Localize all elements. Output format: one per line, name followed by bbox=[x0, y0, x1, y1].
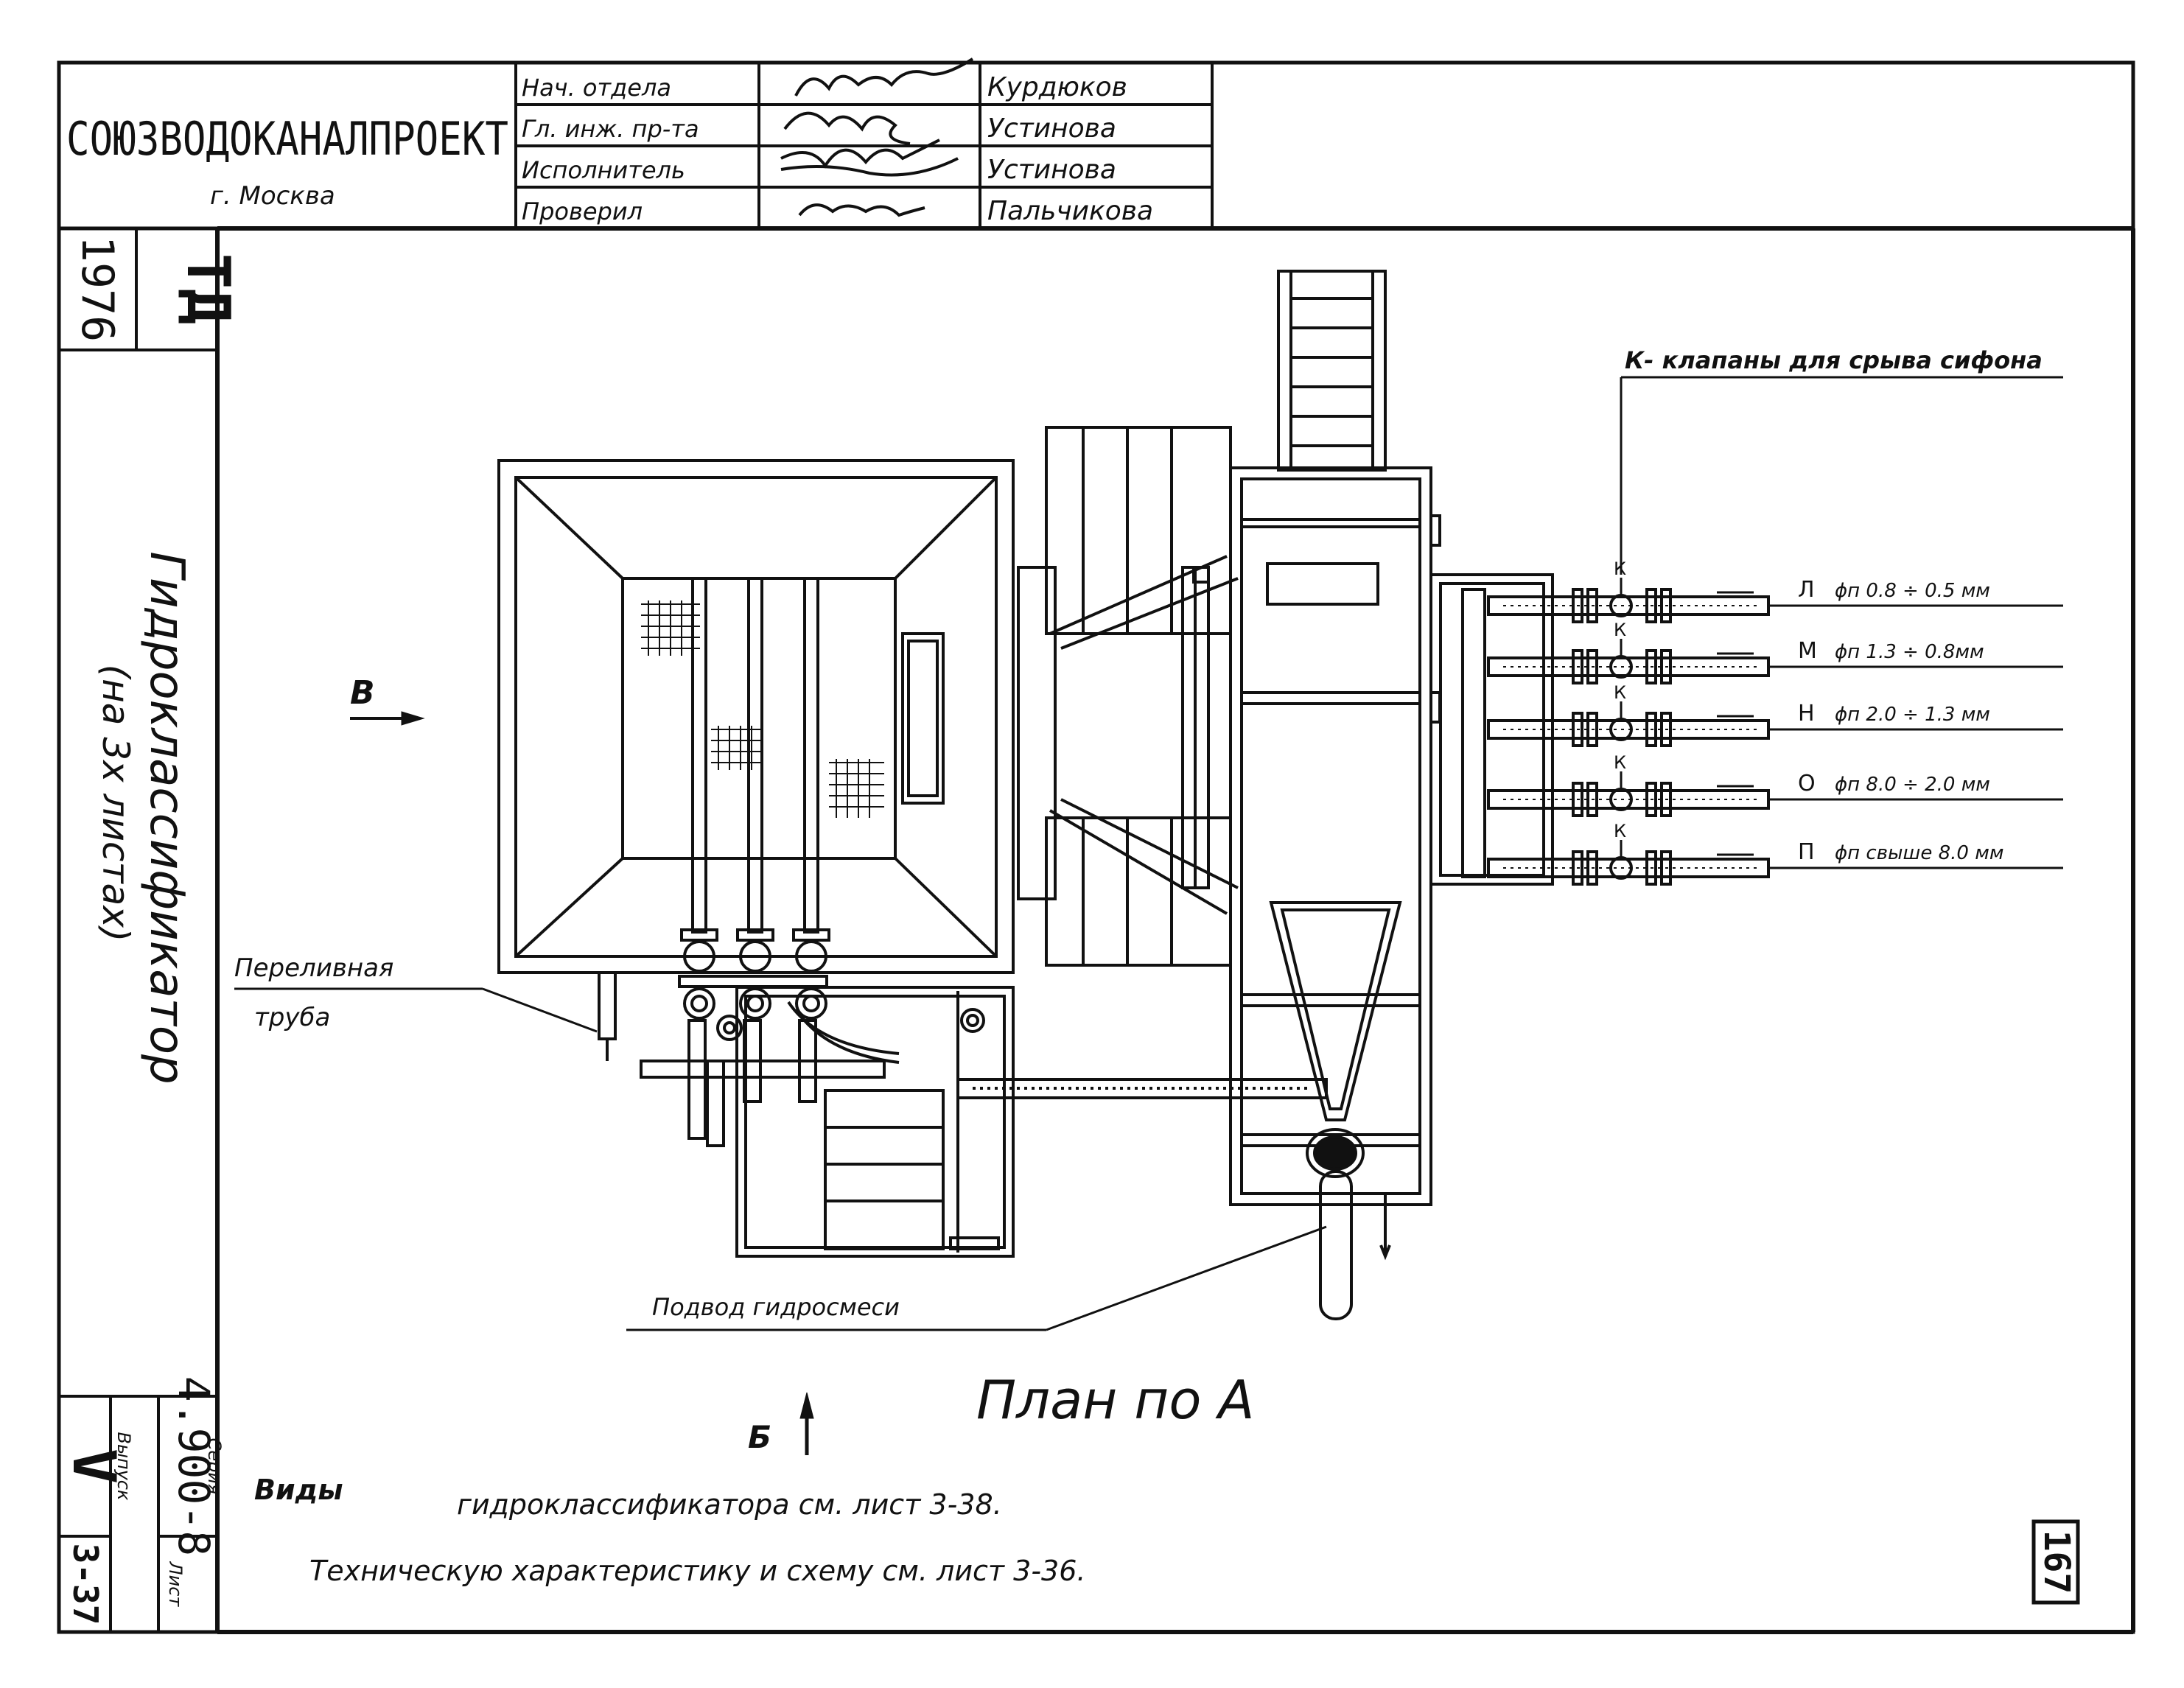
signatures bbox=[780, 57, 974, 217]
outlet-letter: О bbox=[1798, 771, 1816, 796]
outlet-flange bbox=[1660, 588, 1672, 623]
role-executor: Исполнитель bbox=[522, 156, 685, 184]
view-b-label: В bbox=[350, 674, 375, 712]
overflow-label-2: труба bbox=[254, 1003, 330, 1032]
outlet-fraction: ϕп свыше 8.0 мм bbox=[1835, 842, 2003, 864]
outlet-flange bbox=[1586, 588, 1598, 623]
top-ladder bbox=[1277, 270, 1387, 472]
outlet-flange bbox=[1645, 649, 1657, 684]
outlet-flange bbox=[1645, 782, 1657, 817]
outlet-flange bbox=[1586, 782, 1598, 817]
overflow-label-1: Переливная bbox=[234, 953, 393, 983]
outlet-fraction: ϕп 8.0 ÷ 2.0 мм bbox=[1835, 774, 1990, 796]
outlet-letter: П bbox=[1798, 839, 1815, 865]
page-number-box: 167 bbox=[2031, 1519, 2080, 1605]
outlet-letter: М bbox=[1798, 638, 1817, 664]
view-b2-label: Б bbox=[748, 1419, 771, 1455]
mesh-patches bbox=[641, 600, 884, 818]
role-chief-engineer: Гл. инж. пр-та bbox=[522, 115, 699, 143]
name-head-of-dept: Курдюков bbox=[987, 72, 1127, 102]
valve-mark: К bbox=[1614, 620, 1626, 640]
view-arrow-b: В bbox=[350, 674, 425, 726]
series-value: 4.900-8 bbox=[169, 1376, 219, 1556]
feed-pipe bbox=[956, 1078, 1328, 1099]
note-views-a: Виды bbox=[254, 1474, 343, 1506]
city-label: г. Москва bbox=[210, 181, 335, 211]
transition-launder bbox=[1017, 426, 1239, 967]
outlet-flange bbox=[1660, 649, 1672, 684]
side-panel: ТД 1976 Гидроклассификатор (на 3х листах… bbox=[59, 228, 242, 1632]
outlet-flange bbox=[1572, 850, 1583, 886]
sheet-label: Лист bbox=[165, 1561, 186, 1608]
outlet-flange bbox=[1660, 782, 1672, 817]
outlet-fraction: ϕп 0.8 ÷ 0.5 мм bbox=[1835, 580, 1990, 602]
drawing-title: Гидроклассификатор bbox=[139, 551, 194, 1084]
doc-year: 1976 bbox=[71, 236, 123, 343]
doc-code: ТД bbox=[174, 253, 242, 324]
role-checked: Проверил bbox=[522, 197, 643, 225]
notes: Виды гидроклассификатора см. лист 3-38. … bbox=[254, 1474, 1085, 1587]
outlet-manifold bbox=[1429, 573, 1554, 886]
discharge-pipes bbox=[640, 577, 886, 1147]
plan-drawing bbox=[497, 270, 1554, 1320]
outlet-flange bbox=[1586, 850, 1598, 886]
inlet-cone bbox=[1269, 901, 1402, 1320]
outlet-flange bbox=[1572, 649, 1583, 684]
outlet-fraction: ϕп 2.0 ÷ 1.3 мм bbox=[1835, 704, 1990, 726]
organization-name: СОЮЗВОДОКАНАЛПРОЕКТ bbox=[66, 112, 508, 166]
drawing-labels: К- клапаны для срыва сифона Переливная т… bbox=[234, 346, 2063, 1455]
outlet-fraction: ϕп 1.3 ÷ 0.8мм bbox=[1835, 641, 1984, 663]
series-label: Серия bbox=[204, 1438, 225, 1495]
name-checked: Пальчикова bbox=[987, 196, 1153, 226]
classifier-tank bbox=[497, 459, 1015, 974]
view-arrow-b2: Б bbox=[748, 1392, 814, 1455]
sheet-value: 3-37 bbox=[66, 1544, 105, 1625]
outlet-flange bbox=[1645, 850, 1657, 886]
name-executor: Устинова bbox=[987, 155, 1116, 185]
valve-mark: К bbox=[1614, 682, 1626, 703]
outlet-flange bbox=[1660, 712, 1672, 747]
outlet-flange bbox=[1586, 649, 1598, 684]
inlet-label: Подвод гидросмеси bbox=[652, 1293, 900, 1321]
outlet-flange bbox=[1645, 712, 1657, 747]
valve-mark: К bbox=[1614, 821, 1626, 841]
title-block: СОЮЗВОДОКАНАЛПРОЕКТ г. Москва Нач. отдел… bbox=[66, 57, 1214, 228]
outlet-flange bbox=[1572, 588, 1583, 623]
page-number: 167 bbox=[2036, 1530, 2077, 1594]
outlet-flange bbox=[1586, 712, 1598, 747]
outlet-flange bbox=[1660, 850, 1672, 886]
outlet-flange bbox=[1572, 712, 1583, 747]
outlet-flange bbox=[1645, 588, 1657, 623]
inner-frame bbox=[215, 226, 2135, 1634]
issue-label: Выпуск bbox=[113, 1432, 134, 1502]
outlet-flange bbox=[1572, 782, 1583, 817]
outlet-letter: Н bbox=[1798, 701, 1815, 726]
plan-title: План по А bbox=[976, 1369, 1255, 1431]
issue-value: V bbox=[60, 1449, 128, 1484]
valves-note: К- клапаны для срыва сифона bbox=[1625, 346, 2043, 374]
role-head-of-dept: Нач. отдела bbox=[522, 74, 671, 102]
distribution-chamber bbox=[1229, 466, 1441, 1206]
lower-ladder bbox=[735, 986, 1015, 1258]
valve-mark: К bbox=[1614, 752, 1626, 773]
note-views-b: гидроклассификатора см. лист 3-38. bbox=[457, 1488, 1002, 1521]
drawing-subtitle: (на 3х листах) bbox=[94, 665, 137, 942]
overflow-pipe bbox=[598, 971, 617, 1061]
outlet-letter: Л bbox=[1798, 577, 1815, 603]
note-characteristics: Техническую характеристику и схему см. л… bbox=[309, 1555, 1085, 1587]
name-chief-engineer: Устинова bbox=[987, 113, 1116, 144]
